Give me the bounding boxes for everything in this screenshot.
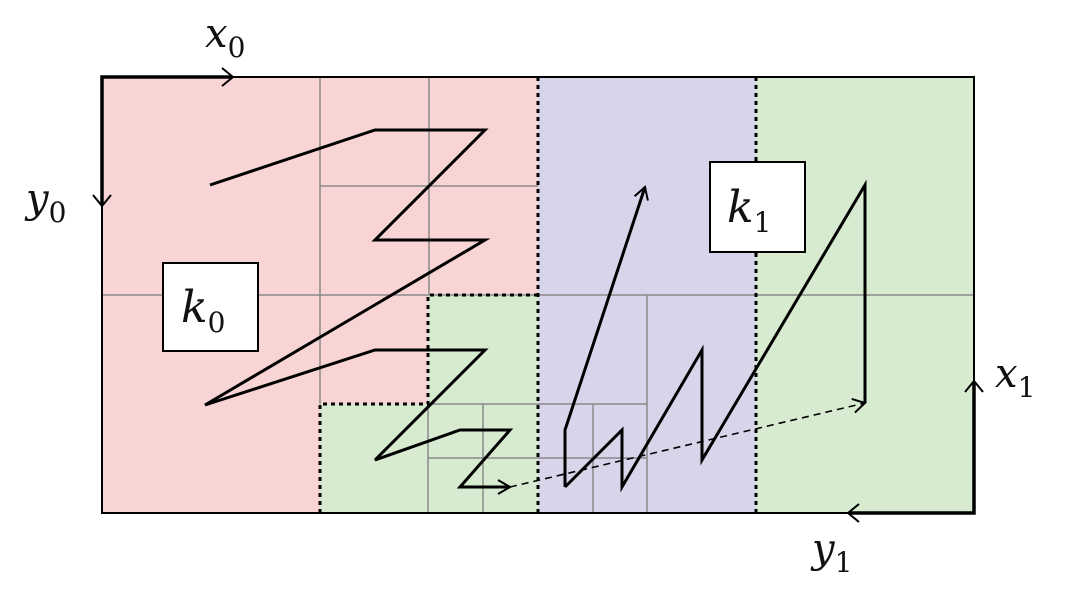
arrow-x0-icon: [221, 67, 235, 87]
label-k0: k0: [181, 282, 226, 339]
corner-top-left: [100, 75, 232, 205]
label-y0: y0: [24, 176, 66, 229]
partition-boundaries: [318, 77, 758, 513]
label-x0: x0: [205, 11, 245, 64]
label-box-k0: [162, 262, 259, 352]
curve-link-dashed: [509, 397, 867, 488]
label-x1: x1: [995, 351, 1035, 404]
arrow-x1-icon: [964, 379, 984, 393]
label-box-k1: [709, 161, 806, 253]
arrow-y0-icon: [92, 194, 112, 208]
curve-k0-path: [204, 128, 514, 495]
curve-k1-lower-path: [563, 179, 867, 493]
axis-arrowheads: [92, 67, 984, 523]
arrow-y1-icon: [846, 503, 860, 523]
outer-frame: [101, 76, 975, 514]
label-y1: y1: [810, 526, 852, 579]
corner-bottom-right: [850, 382, 976, 515]
curve-k1-upper-path: [563, 185, 649, 487]
axis-indicators: [100, 75, 976, 515]
label-k1: k1: [727, 182, 772, 239]
